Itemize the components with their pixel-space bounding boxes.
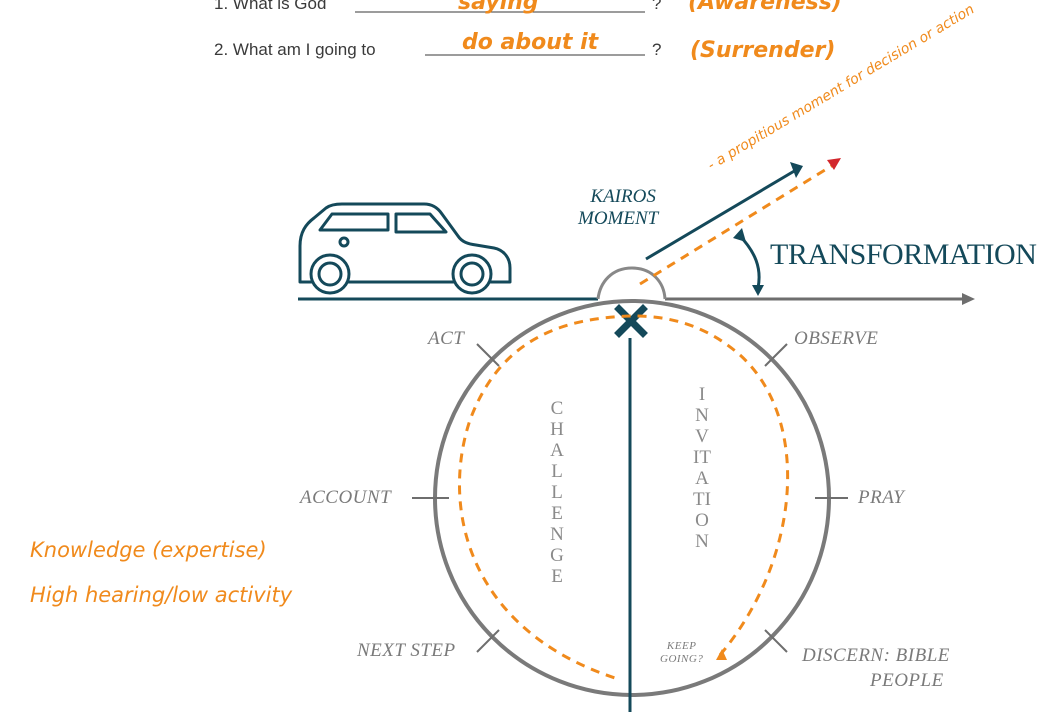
exit-arrowhead-icon — [827, 158, 841, 170]
question-2-label: 2. What am I going to — [214, 40, 376, 60]
keep-going-label: KEEP GOING? — [660, 640, 703, 666]
kairos-label-line-2: MOMENT — [578, 208, 658, 230]
kairos-arrowhead — [790, 162, 803, 178]
discern-label-line-2: PEOPLE — [870, 670, 944, 692]
car-icon — [300, 204, 510, 293]
transformation-arc — [740, 236, 759, 288]
road-arrowhead — [962, 293, 975, 305]
invitation-vertical-label: INVITATION — [692, 384, 712, 552]
question-1-answer: saying — [458, 0, 539, 15]
knowledge-note: Knowledge (expertise) — [30, 538, 267, 562]
discern-label-line-1: DISCERN: BIBLE — [802, 645, 950, 667]
keep-going-line-2: GOING? — [660, 653, 703, 666]
question-1-note: (Awareness) — [688, 0, 842, 15]
x-mark-icon — [619, 309, 643, 333]
act-label: ACT — [428, 328, 464, 350]
question-2-answer: do about it — [462, 30, 598, 55]
question-2-note: (Surrender) — [690, 38, 835, 63]
account-label: ACCOUNT — [300, 487, 391, 509]
kairos-label-line-1: KAIROS — [588, 186, 658, 208]
question-1-label: 1. What is God — [214, 0, 326, 14]
transformation-arrow-bottom — [752, 285, 764, 296]
challenge-vertical-label: CHALLENGE — [547, 398, 567, 587]
pray-label: PRAY — [858, 487, 904, 509]
kairos-label: KAIROS MOMENT — [588, 186, 658, 230]
next-step-label: NEXT STEP — [357, 640, 456, 662]
question-2-mark: ? — [652, 40, 661, 60]
road-bump — [598, 268, 665, 299]
question-1-mark: ? — [652, 0, 661, 14]
transformation-arrow-top — [733, 228, 746, 242]
hearing-note: High hearing/low activity — [30, 583, 292, 607]
transformation-label: TRANSFORMATION — [770, 238, 1036, 272]
keep-going-line-1: KEEP — [660, 640, 703, 653]
dashed-cycle-path — [459, 316, 787, 678]
observe-label: OBSERVE — [794, 328, 878, 350]
